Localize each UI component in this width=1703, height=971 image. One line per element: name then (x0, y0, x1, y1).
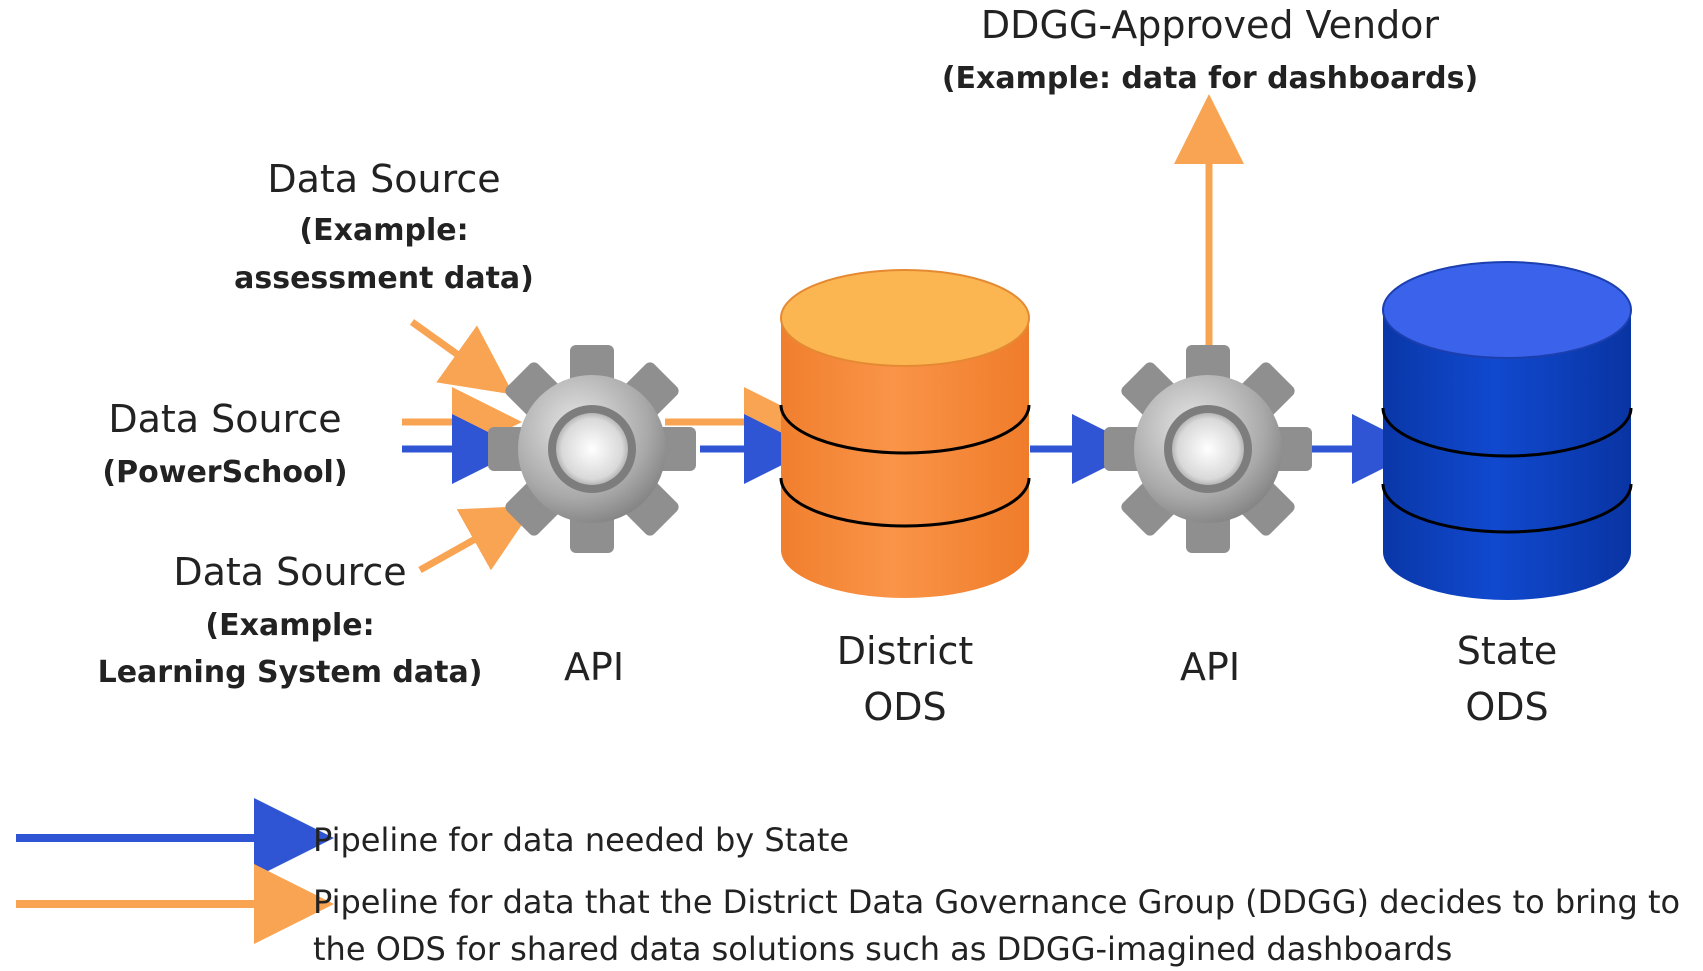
database-icon (779, 269, 1031, 598)
source-1-line2: (Example: (299, 213, 468, 248)
arrow-assessment-orange (409, 319, 514, 395)
arrow-learning-orange (418, 505, 535, 574)
legend: Pipeline for data needed by State Pipeli… (16, 798, 1680, 968)
source-3-title: Data Source (173, 550, 406, 594)
api-2-label: API (1180, 645, 1240, 689)
vendor-example: (Example: data for dashboards) (942, 61, 1478, 96)
database-icon (1381, 261, 1633, 600)
source-2-title: Data Source (108, 397, 341, 441)
source-1-title: Data Source (267, 157, 500, 201)
gear-icon (1104, 345, 1312, 553)
legend-label-district-line1: Pipeline for data that the District Data… (313, 883, 1680, 921)
state-ods-line1: State (1457, 629, 1558, 673)
state-ods-line2: ODS (1465, 685, 1548, 729)
source-1-line3: assessment data) (234, 261, 534, 296)
legend-label-state: Pipeline for data needed by State (313, 821, 849, 859)
district-ods-line2: ODS (863, 685, 946, 729)
source-3-line2: (Example: (205, 608, 374, 643)
source-2-line2: (PowerSchool) (102, 455, 347, 490)
gear-icon (488, 345, 696, 553)
legend-label-district-line2: the ODS for shared data solutions such a… (313, 930, 1452, 968)
api-1-label: API (564, 645, 624, 689)
vendor-title: DDGG-Approved Vendor (981, 3, 1440, 47)
source-3-line3: Learning System data) (98, 655, 483, 690)
district-ods-line1: District (837, 629, 974, 673)
